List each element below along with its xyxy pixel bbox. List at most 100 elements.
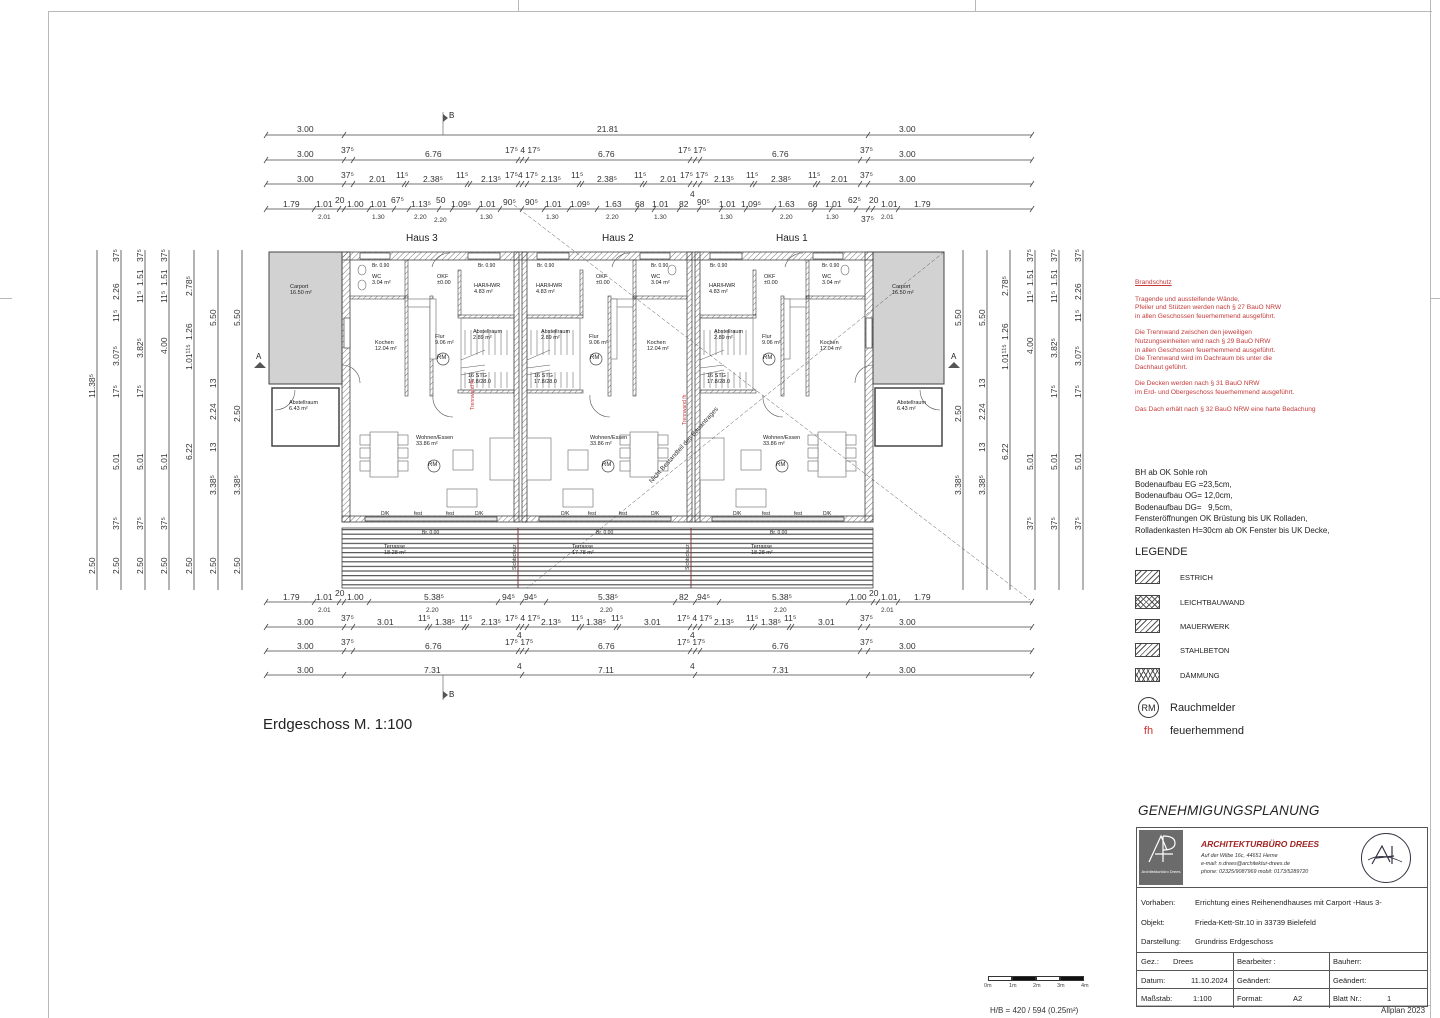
svg-text:1.01: 1.01 (881, 199, 898, 209)
svg-text:17⁵ 4 17⁵: 17⁵ 4 17⁵ (505, 145, 540, 155)
trennwand-label: Trennwand fh (682, 394, 688, 425)
svg-text:7.11: 7.11 (598, 665, 614, 675)
svg-text:5.01: 5.01 (159, 453, 169, 470)
svg-text:11⁵: 11⁵ (396, 170, 408, 180)
sichtschutz-label: Sichtschutz (512, 544, 518, 570)
svg-text:1.09⁵: 1.09⁵ (741, 199, 761, 209)
svg-text:6.22: 6.22 (184, 443, 194, 460)
svg-text:17⁵ 4 17⁵: 17⁵ 4 17⁵ (505, 613, 540, 623)
svg-text:62⁵: 62⁵ (848, 195, 861, 205)
svg-text:11⁵: 11⁵ (159, 291, 169, 303)
construction-notes: BH ab OK Sohle roh Bodenaufbau EG =23,5c… (1135, 468, 1330, 535)
storage-left (271, 387, 340, 447)
svg-text:3.38⁵: 3.38⁵ (232, 475, 242, 495)
title-block-grid: Gez.: Drees Bearbeiter : Bauherr: Datum:… (1137, 952, 1427, 1008)
scale-bar-labels: 0m 1m 2m 3m 4m (984, 983, 1089, 989)
dimension-lines-vertical (96, 250, 1084, 590)
svg-text:37⁵: 37⁵ (860, 637, 873, 647)
firm-contact: Auf der Wilbe 16c, 44651 Herne e-mail: n… (1201, 853, 1309, 875)
svg-text:37⁵: 37⁵ (111, 517, 121, 530)
fire-retardant-icon: fh (1143, 725, 1154, 737)
svg-text:17⁵: 17⁵ (1073, 385, 1083, 398)
svg-text:7.31: 7.31 (424, 665, 441, 675)
svg-text:13: 13 (977, 378, 987, 388)
trennwand-label: Trennwand fh (470, 379, 476, 410)
svg-text:68: 68 (635, 199, 645, 209)
svg-text:2.01: 2.01 (318, 214, 331, 221)
sheet-frame-right (1430, 0, 1431, 1018)
svg-text:2.20: 2.20 (600, 607, 613, 614)
svg-text:37⁵: 37⁵ (341, 145, 354, 155)
svg-text:5.50: 5.50 (977, 309, 987, 326)
svg-text:37⁵: 37⁵ (1025, 517, 1035, 530)
svg-text:11⁵: 11⁵ (135, 291, 145, 303)
window-type: fest (762, 511, 771, 517)
svg-text:11⁵: 11⁵ (111, 310, 121, 322)
svg-text:17⁵: 17⁵ (1049, 385, 1059, 398)
fold-mark-top-2 (975, 0, 976, 11)
svg-text:11⁵: 11⁵ (418, 613, 430, 623)
carport-left (268, 251, 343, 385)
svg-text:5.50: 5.50 (232, 309, 242, 326)
svg-text:2.13⁵: 2.13⁵ (714, 174, 734, 184)
svg-text:11⁵: 11⁵ (808, 170, 820, 180)
svg-text:4.00: 4.00 (1025, 337, 1035, 354)
svg-text:11.38⁵: 11.38⁵ (87, 374, 97, 398)
svg-text:11⁵: 11⁵ (460, 613, 472, 623)
svg-text:2.50: 2.50 (159, 557, 169, 574)
rm-label: RM (602, 462, 612, 468)
door-swings (274, 252, 941, 418)
legend-item-daemmung: DÄMMUNG (1135, 667, 1220, 683)
svg-text:2.50: 2.50 (953, 405, 963, 422)
svg-text:2.50: 2.50 (184, 557, 194, 574)
dimension-text-bottom: 1.79 1.01 20 1.00 2.01 5.38⁵ 2.20 94⁵ 94… (283, 588, 931, 675)
sheet-frame-top (48, 11, 1432, 12)
darstellung-row: Darstellung: Grundriss Erdgeschoss (1141, 936, 1273, 946)
window-type: fest (446, 511, 455, 517)
window-type: D/K (475, 511, 484, 517)
terrace-door-width: Br. 0.00 (422, 530, 440, 536)
svg-text:6.76: 6.76 (425, 149, 442, 159)
window-width: Br. 0.90 (478, 263, 496, 269)
svg-text:5.38⁵: 5.38⁵ (598, 592, 618, 602)
svg-text:17⁵4 17⁵: 17⁵4 17⁵ (505, 170, 538, 180)
brandschutz-paragraph: Die Decken werden nach § 31 BauO NRW im … (1135, 380, 1295, 396)
window-type: fest (794, 511, 803, 517)
window-type: D/K (381, 511, 390, 517)
svg-text:2.20: 2.20 (426, 607, 439, 614)
svg-text:11⁵: 11⁵ (571, 613, 583, 623)
svg-text:1.38⁵: 1.38⁵ (586, 617, 606, 627)
brandschutz-paragraph: Das Dach erhält nach § 32 BauO NRW eine … (1135, 405, 1316, 413)
dimension-text-left: 2.50 11.38⁵ 2.50 37⁵ 5.01 17⁵ 3.07⁵ 11⁵ … (87, 249, 242, 574)
svg-text:3.07⁵: 3.07⁵ (1073, 346, 1083, 366)
svg-text:6.76: 6.76 (598, 149, 615, 159)
svg-text:11⁵: 11⁵ (1073, 310, 1083, 322)
svg-text:37⁵: 37⁵ (1025, 249, 1035, 262)
house-label: Haus 1 (776, 233, 808, 244)
svg-text:1.79: 1.79 (283, 199, 300, 209)
svg-text:37⁵: 37⁵ (111, 249, 121, 262)
svg-text:2.13⁵: 2.13⁵ (541, 617, 561, 627)
rm-label: RM (590, 355, 600, 361)
svg-text:4: 4 (517, 661, 522, 671)
svg-text:2.01: 2.01 (369, 174, 386, 184)
svg-text:5.38⁵: 5.38⁵ (424, 592, 444, 602)
svg-text:3.82⁵: 3.82⁵ (135, 338, 145, 358)
svg-text:37⁵: 37⁵ (1073, 517, 1083, 530)
okf-label: OKF±0.00 (596, 274, 610, 286)
svg-text:3.00: 3.00 (899, 665, 916, 675)
svg-text:2.50: 2.50 (232, 405, 242, 422)
svg-text:37⁵: 37⁵ (159, 517, 169, 530)
stairs (460, 317, 754, 391)
svg-text:37⁵: 37⁵ (1049, 517, 1059, 530)
svg-text:2.26: 2.26 (111, 283, 121, 300)
objekt-row: Objekt: Frieda-Kett-Str.10 in 33739 Biel… (1141, 917, 1316, 927)
